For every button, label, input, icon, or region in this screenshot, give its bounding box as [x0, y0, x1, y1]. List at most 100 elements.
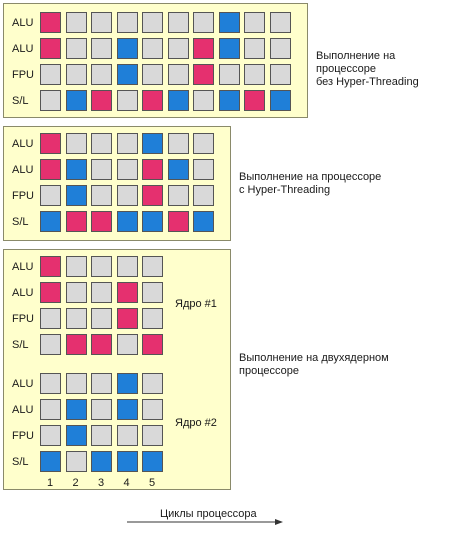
core1-cell-idle: [116, 256, 138, 277]
panel2-cell-thread-b: [193, 211, 214, 232]
core1-row-label: ALU: [12, 261, 34, 273]
core1-cell-idle: [116, 334, 138, 355]
core1-cell-idle: [40, 308, 61, 329]
panel-2-description: Выполнение на процессоре с Hyper-Threadi…: [239, 171, 382, 196]
core1-cell-idle: [40, 334, 61, 355]
panel2-cell-thread-a: [142, 159, 163, 180]
core2-cell-idle: [40, 399, 61, 420]
core1-row-label: S/L: [12, 339, 29, 351]
panel1-cell-thread-b: [218, 12, 240, 33]
core2-cell-idle: [65, 373, 87, 394]
panel2-row-label: ALU: [12, 164, 34, 176]
core2-cell-idle: [142, 425, 163, 446]
panel2-cell-idle: [116, 185, 138, 206]
panel1-cell-thread-a: [193, 64, 214, 85]
panel1-cell-idle: [142, 38, 163, 59]
core1-cell-thread-a: [91, 334, 112, 355]
core-2-label: Ядро #2: [175, 417, 217, 429]
panel2-cell-thread-b: [142, 211, 163, 232]
panel2-cell-idle: [167, 185, 189, 206]
panel2-cell-idle: [193, 159, 214, 180]
panel2-cell-thread-b: [167, 159, 189, 180]
panel1-cell-idle: [116, 12, 138, 33]
panel2-cell-idle: [65, 133, 87, 154]
core1-cell-thread-a: [116, 282, 138, 303]
panel-3-description: Выполнение на двухядерном процессоре: [239, 352, 389, 377]
panel2-cell-idle: [193, 185, 214, 206]
panel1-cell-idle: [244, 38, 265, 59]
panel1-cell-idle: [244, 64, 265, 85]
core1-cell-idle: [91, 282, 112, 303]
panel1-cell-thread-b: [116, 64, 138, 85]
panel1-cell-idle: [269, 64, 291, 85]
core2-cell-idle: [40, 425, 61, 446]
core2-cell-thread-b: [65, 399, 87, 420]
core1-cell-thread-a: [116, 308, 138, 329]
core2-cell-idle: [91, 399, 112, 420]
panel1-cell-thread-a: [193, 38, 214, 59]
panel2-cell-thread-a: [40, 159, 61, 180]
cycle-number: 3: [97, 477, 105, 489]
core2-cell-idle: [65, 451, 87, 472]
panel2-cell-idle: [40, 185, 61, 206]
core1-cell-thread-a: [40, 282, 61, 303]
panel1-cell-idle: [193, 90, 214, 111]
panel2-cell-idle: [91, 133, 112, 154]
panel1-cell-thread-a: [91, 90, 112, 111]
core-1-label: Ядро #1: [175, 298, 217, 310]
panel1-row-label: FPU: [12, 69, 34, 81]
panel2-cell-idle: [91, 159, 112, 180]
panel1-cell-idle: [65, 12, 87, 33]
panel2-cell-idle: [193, 133, 214, 154]
panel1-cell-thread-a: [244, 90, 265, 111]
core2-cell-idle: [40, 373, 61, 394]
core2-row-label: S/L: [12, 456, 29, 468]
panel1-cell-idle: [65, 64, 87, 85]
panel2-cell-thread-b: [142, 133, 163, 154]
panel1-cell-idle: [116, 90, 138, 111]
core1-cell-idle: [91, 308, 112, 329]
core1-cell-idle: [65, 256, 87, 277]
panel2-cell-thread-b: [65, 159, 87, 180]
core2-cell-thread-b: [116, 451, 138, 472]
panel1-cell-thread-b: [218, 90, 240, 111]
core1-cell-idle: [65, 282, 87, 303]
panel1-cell-idle: [269, 12, 291, 33]
cycle-number: 2: [72, 477, 79, 489]
panel1-cell-idle: [142, 12, 163, 33]
panel1-cell-thread-b: [167, 90, 189, 111]
core2-cell-thread-b: [40, 451, 61, 472]
core2-cell-thread-b: [65, 425, 87, 446]
core2-row-label: ALU: [12, 378, 34, 390]
core1-cell-idle: [142, 282, 163, 303]
panel2-row-label: FPU: [12, 190, 34, 202]
panel2-cell-thread-b: [116, 211, 138, 232]
panel1-row-label: ALU: [12, 43, 34, 55]
panel1-cell-idle: [40, 64, 61, 85]
panel2-row-label: ALU: [12, 138, 34, 150]
cycle-number: 1: [46, 477, 54, 489]
panel-1-description: Выполнение на процессоре без Hyper-Threa…: [316, 50, 419, 88]
panel2-cell-idle: [116, 133, 138, 154]
core1-row-label: FPU: [12, 313, 34, 325]
panel2-row-label: S/L: [12, 216, 29, 228]
panel2-cell-thread-a: [65, 211, 87, 232]
panel1-cell-idle: [269, 38, 291, 59]
core2-cell-thread-b: [116, 399, 138, 420]
panel1-cell-thread-b: [218, 38, 240, 59]
core2-row-label: ALU: [12, 404, 34, 416]
panel1-cell-thread-a: [142, 90, 163, 111]
panel2-cell-idle: [91, 185, 112, 206]
panel1-row-label: ALU: [12, 17, 34, 29]
core1-cell-idle: [65, 308, 87, 329]
panel2-cell-thread-a: [142, 185, 163, 206]
panel1-cell-idle: [91, 38, 112, 59]
panel2-cell-thread-b: [65, 185, 87, 206]
core1-cell-idle: [91, 256, 112, 277]
core2-row-label: FPU: [12, 430, 34, 442]
core2-cell-idle: [116, 425, 138, 446]
core1-cell-thread-a: [65, 334, 87, 355]
panel1-cell-idle: [193, 12, 214, 33]
panel1-cell-thread-b: [269, 90, 291, 111]
cycles-axis-caption: Циклы процессора: [160, 508, 257, 520]
